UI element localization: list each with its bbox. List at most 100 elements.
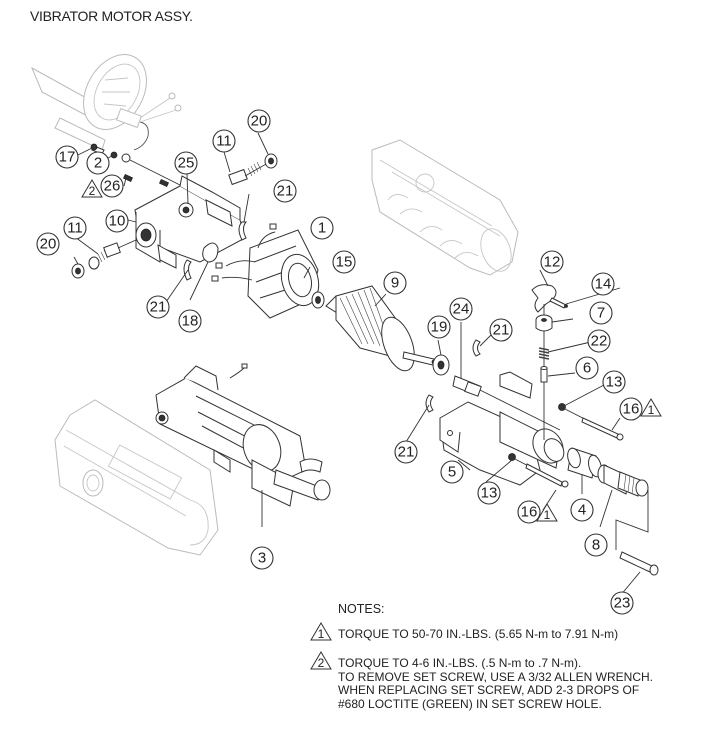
svg-text:17: 17 [59, 149, 76, 166]
callout-6: 6 [575, 356, 599, 380]
part-10-brush-holder [134, 175, 246, 269]
callout-21-b: 21 [146, 295, 170, 319]
svg-text:21: 21 [277, 183, 294, 200]
part-11-brush-upper [228, 161, 269, 186]
part-22-spring [538, 347, 550, 360]
callout-17: 17 [55, 145, 79, 169]
svg-text:16: 16 [623, 401, 640, 418]
svg-text:1: 1 [648, 403, 655, 417]
note-1-text: TORQUE TO 50-70 IN.-LBS. (5.65 N-m to 7.… [338, 627, 619, 642]
callout-2: 2 [86, 151, 110, 175]
note-2-marker: 2 [310, 651, 332, 670]
svg-text:20: 20 [251, 113, 268, 130]
part-14-roll-pin [549, 297, 568, 309]
callout-16-upper: 16 [619, 397, 643, 421]
callout-21-d: 21 [394, 440, 418, 464]
callout-10: 10 [105, 209, 129, 233]
svg-text:1: 1 [318, 220, 326, 237]
callout-20-upper: 20 [247, 109, 271, 133]
callout-14: 14 [591, 272, 615, 296]
svg-text:11: 11 [216, 133, 232, 150]
note-marker-1-upper-diagram: 1 [640, 398, 662, 417]
callout-4: 4 [570, 498, 594, 522]
note-2-text: TORQUE TO 4-6 IN.-LBS. (.5 N-m to .7 N-m… [338, 656, 653, 711]
note-marker-1-lower-diagram: 1 [536, 503, 558, 522]
note-2-line: TORQUE TO 4-6 IN.-LBS. (.5 N-m to .7 N-m… [338, 656, 582, 670]
part-5-gear-housing [439, 371, 565, 486]
callout-1: 1 [310, 216, 334, 240]
part-1-field-coil [211, 223, 320, 319]
callout-11-upper: 11 [212, 129, 236, 153]
part-24-shaft-key [452, 375, 482, 397]
callout-20-lower: 20 [36, 232, 60, 256]
callout-11-lower: 11 [63, 216, 87, 240]
svg-text:24: 24 [453, 301, 470, 318]
note-1-marker: 1 [310, 622, 332, 641]
part-20-brush-cap-lower [71, 263, 85, 279]
callout-8: 8 [584, 533, 608, 557]
svg-text:8: 8 [592, 537, 600, 554]
svg-text:12: 12 [544, 254, 561, 271]
part-3-motor-assembly [155, 363, 331, 507]
part-2-lockwasher [110, 151, 118, 159]
svg-text:2: 2 [94, 155, 102, 172]
svg-text:16: 16 [521, 504, 538, 521]
callout-26: 26 [100, 174, 124, 198]
svg-text:23: 23 [614, 595, 631, 612]
callout-7: 7 [589, 301, 613, 325]
callout-24: 24 [449, 297, 473, 321]
part-12-knob [531, 284, 557, 313]
svg-text:4: 4 [578, 502, 586, 519]
note-2-line: TO REMOVE SET SCREW, USE A 3/32 ALLEN WR… [338, 669, 653, 684]
svg-text:21: 21 [150, 299, 167, 316]
svg-text:14: 14 [595, 276, 612, 293]
svg-text:6: 6 [583, 360, 591, 377]
svg-text:13: 13 [606, 374, 623, 391]
svg-text:10: 10 [109, 213, 126, 230]
svg-text:2: 2 [89, 184, 96, 198]
part-6-pin [540, 366, 548, 383]
svg-text:1: 1 [318, 627, 325, 641]
ghost-housing-shell [371, 139, 519, 276]
note-marker-2-diagram: 2 [81, 179, 103, 198]
svg-text:1: 1 [544, 508, 551, 522]
callout-12: 12 [540, 250, 564, 274]
svg-text:21: 21 [493, 322, 510, 339]
note-2-line: #680 LOCTITE (GREEN) IN SET SCREW HOLE. [338, 696, 602, 711]
part-4-sleeve [567, 447, 602, 479]
callout-15: 15 [332, 250, 356, 274]
part-26-set-screw [122, 173, 170, 188]
part-11-brush-lower [88, 239, 137, 270]
svg-text:18: 18 [182, 313, 199, 330]
callout-3: 3 [250, 546, 274, 570]
callout-19: 19 [427, 315, 451, 339]
svg-text:13: 13 [481, 485, 498, 502]
callout-21-c: 21 [489, 318, 513, 342]
svg-text:11: 11 [67, 220, 83, 237]
svg-text:3: 3 [258, 550, 266, 567]
svg-text:21: 21 [398, 444, 415, 461]
svg-text:19: 19 [431, 319, 448, 336]
callout-5: 5 [440, 460, 464, 484]
svg-text:9: 9 [391, 275, 399, 292]
note-1-line: TORQUE TO 50-70 IN.-LBS. (5.65 N-m to 7.… [338, 627, 619, 641]
callout-13-lower: 13 [477, 481, 501, 505]
part-15-bearing [311, 291, 325, 309]
note-2-line: WHEN REPLACING SET SCREW, ADD 2-3 DROPS … [338, 683, 640, 697]
svg-text:15: 15 [336, 254, 353, 271]
callout-9: 9 [383, 271, 407, 295]
part-8-fitting [597, 464, 649, 497]
ghost-lower-housing [54, 399, 219, 556]
notes-heading: NOTES: [338, 602, 385, 616]
part-9-armature [325, 285, 439, 372]
svg-text:7: 7 [597, 305, 605, 322]
svg-text:5: 5 [448, 464, 456, 481]
part-13-nut-upper [558, 403, 566, 411]
svg-text:20: 20 [40, 236, 57, 253]
callout-23: 23 [610, 591, 634, 615]
callout-21-a: 21 [273, 179, 297, 203]
svg-text:26: 26 [104, 178, 121, 195]
ghost-end-cap [30, 54, 182, 151]
part-16-screw-upper [564, 408, 624, 441]
